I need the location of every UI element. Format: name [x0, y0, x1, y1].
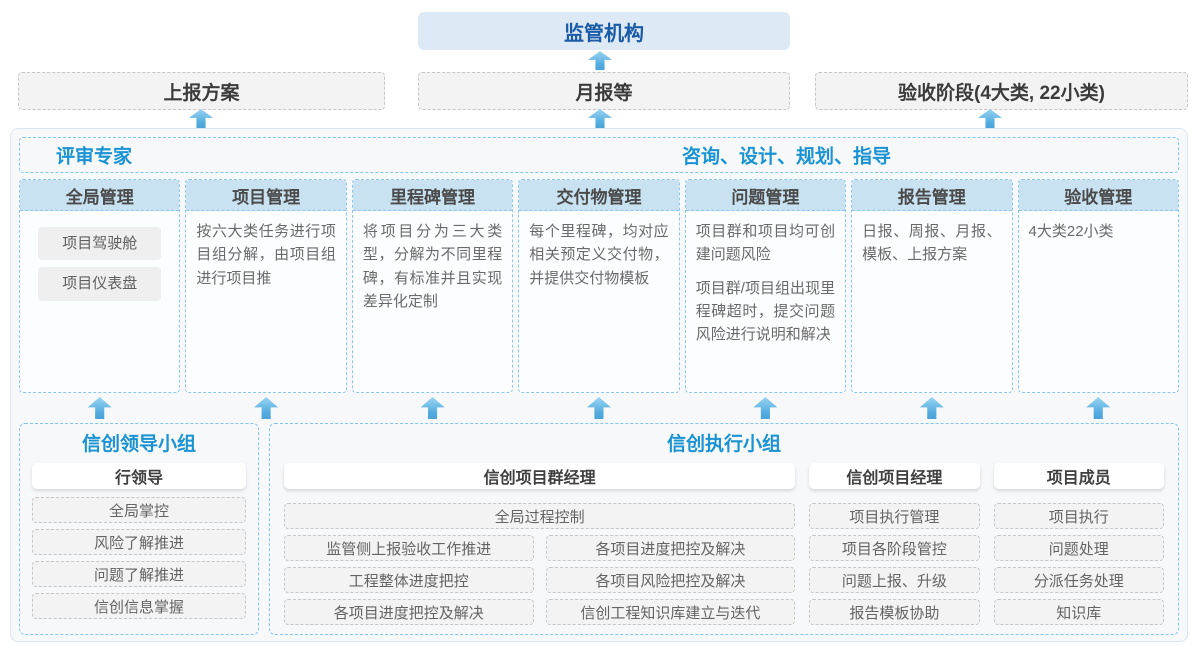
arrow-up-icon — [189, 109, 213, 128]
program-manager-subcol-2: 各项目进度把控及解决 各项目风险把控及解决 信创工程知识库建立与迭代 — [545, 529, 796, 625]
arrow-up-icon — [588, 109, 612, 128]
column-title: 交付物管理 — [519, 180, 679, 211]
role-pill-project-member: 项目成员 — [993, 463, 1165, 489]
duty-item: 项目执行 — [993, 503, 1165, 529]
exec-group-box: 信创执行小组 信创项目群经理 全局过程控制 监管侧上报验收工作推进 工程整体进度… — [269, 423, 1179, 635]
exec-group-title: 信创执行小组 — [666, 434, 781, 455]
feature-pill: 项目仪表盘 — [38, 267, 162, 301]
column-body: 按六大类任务进行项目组分解，由项目组进行项目推 — [186, 211, 345, 299]
column-text: 项目群和项目均可创建问题风险 — [695, 223, 836, 264]
column-text: 将项目分为三大类型，分解为不同里程碑，有标准并且实现差异化定制 — [362, 223, 503, 310]
review-experts-label: 评审专家 — [56, 146, 133, 168]
duty-item: 项目执行管理 — [809, 503, 980, 529]
arrow-up-icon — [753, 397, 778, 419]
report-box-acceptance: 验收阶段(4大类, 22小类) — [815, 72, 1188, 110]
column-deliverable-management: 交付物管理 每个里程碑，均对应相关预定义交付物，并提供交付物模板 — [518, 179, 680, 393]
column-milestone-management: 里程碑管理 将项目分为三大类型，分解为不同里程碑，有标准并且实现差异化定制 — [351, 179, 514, 393]
column-body: 4大类22小类 — [1019, 211, 1178, 252]
management-columns: 全局管理 项目驾驶舱 项目仪表盘 项目管理 按六大类任务进行项目组分解，由项目组… — [19, 179, 1179, 393]
leader-group-box: 信创领导小组 行领导 全局掌控 风险了解推进 问题了解推进 信创信息掌握 — [19, 423, 259, 635]
program-manager-subcol-1: 监管侧上报验收工作推进 工程整体进度把控 各项目进度把控及解决 — [284, 529, 534, 625]
advisor-header-row: 评审专家 咨询、设计、规划、指导 — [19, 137, 1179, 173]
arrow-up-icon — [919, 397, 944, 419]
regulator-box: 监管机构 — [418, 12, 790, 50]
column-text: 日报、周报、月报、模板、上报方案 — [862, 223, 1002, 264]
column-acceptance-management: 验收管理 4大类22小类 — [1017, 179, 1179, 393]
column-body: 项目驾驶舱 项目仪表盘 — [20, 211, 179, 310]
duty-item: 风险了解推进 — [32, 529, 246, 555]
column-body: 项目群和项目均可创建问题风险 项目群/项目组出现里程碑超时，提交问题风险进行说明… — [686, 211, 845, 355]
feature-pill: 项目驾驶舱 — [38, 227, 162, 261]
project-manager-column: 信创项目经理 项目执行管理 项目各阶段管控 问题上报、升级 报告模板协助 — [809, 463, 980, 625]
report-box-plan: 上报方案 — [18, 72, 385, 110]
duty-item: 报告模板协助 — [809, 599, 980, 625]
duty-item: 各项目进度把控及解决 — [284, 599, 534, 625]
team-groups: 信创领导小组 行领导 全局掌控 风险了解推进 问题了解推进 信创信息掌握 信创执… — [19, 423, 1179, 635]
column-global-management: 全局管理 项目驾驶舱 项目仪表盘 — [19, 179, 181, 393]
column-project-management: 项目管理 按六大类任务进行项目组分解，由项目组进行项目推 — [185, 179, 347, 393]
column-title: 报告管理 — [852, 180, 1012, 211]
duty-item: 问题了解推进 — [32, 561, 246, 587]
arrow-up-icon — [420, 397, 445, 419]
role-pill-program-manager: 信创项目群经理 — [284, 463, 796, 489]
duty-item: 问题处理 — [993, 535, 1165, 561]
column-text: 4大类22小类 — [1028, 223, 1114, 240]
duty-item: 全局掌控 — [32, 497, 246, 523]
project-member-column: 项目成员 项目执行 问题处理 分派任务处理 知识库 — [993, 463, 1165, 625]
column-issue-management: 问题管理 项目群和项目均可创建问题风险 项目群/项目组出现里程碑超时，提交问题风… — [684, 179, 847, 393]
duty-item: 分派任务处理 — [993, 567, 1165, 593]
column-body: 将项目分为三大类型，分解为不同里程碑，有标准并且实现差异化定制 — [353, 211, 512, 322]
duty-item: 问题上报、升级 — [809, 567, 980, 593]
column-arrows — [19, 397, 1179, 419]
column-text: 项目群/项目组出现里程碑超时，提交问题风险进行说明和解决 — [695, 279, 836, 344]
arrow-up-icon — [254, 397, 279, 419]
arrow-up-icon — [1086, 397, 1111, 419]
duty-item: 工程整体进度把控 — [284, 567, 534, 593]
platform-panel: 评审专家 咨询、设计、规划、指导 全局管理 项目驾驶舱 项目仪表盘 项目管理 按… — [10, 128, 1188, 642]
column-title: 验收管理 — [1018, 180, 1178, 211]
duty-item: 知识库 — [993, 599, 1165, 625]
consulting-label: 咨询、设计、规划、指导 — [682, 146, 892, 168]
column-title: 项目管理 — [186, 180, 346, 211]
report-box-monthly: 月报等 — [418, 72, 790, 110]
column-text: 每个里程碑，均对应相关预定义交付物，并提供交付物模板 — [529, 223, 669, 287]
duty-item: 信创信息掌握 — [32, 593, 246, 619]
role-pill-bank-leader: 行领导 — [32, 463, 246, 489]
duty-item: 全局过程控制 — [284, 503, 796, 529]
duty-item: 信创工程知识库建立与迭代 — [545, 599, 796, 625]
column-report-management: 报告管理 日报、周报、月报、模板、上报方案 — [851, 179, 1013, 393]
column-title: 问题管理 — [685, 180, 846, 211]
role-pill-project-manager: 信创项目经理 — [809, 463, 980, 489]
duty-item: 各项目进度把控及解决 — [545, 535, 796, 561]
column-body: 日报、周报、月报、模板、上报方案 — [852, 211, 1011, 276]
column-title: 里程碑管理 — [352, 180, 513, 211]
arrow-up-icon — [588, 51, 612, 70]
duty-item: 项目各阶段管控 — [809, 535, 980, 561]
column-body: 每个里程碑，均对应相关预定义交付物，并提供交付物模板 — [519, 211, 678, 299]
arrow-up-icon — [87, 397, 112, 419]
arrow-up-icon — [586, 397, 611, 419]
program-manager-column: 信创项目群经理 全局过程控制 监管侧上报验收工作推进 工程整体进度把控 各项目进… — [284, 463, 796, 625]
arrow-up-icon — [978, 109, 1002, 128]
column-text: 按六大类任务进行项目组分解，由项目组进行项目推 — [196, 223, 336, 287]
duty-item: 各项目风险把控及解决 — [545, 567, 796, 593]
leader-group-title: 信创领导小组 — [81, 434, 196, 455]
column-title: 全局管理 — [20, 180, 180, 211]
duty-item: 监管侧上报验收工作推进 — [284, 535, 534, 561]
